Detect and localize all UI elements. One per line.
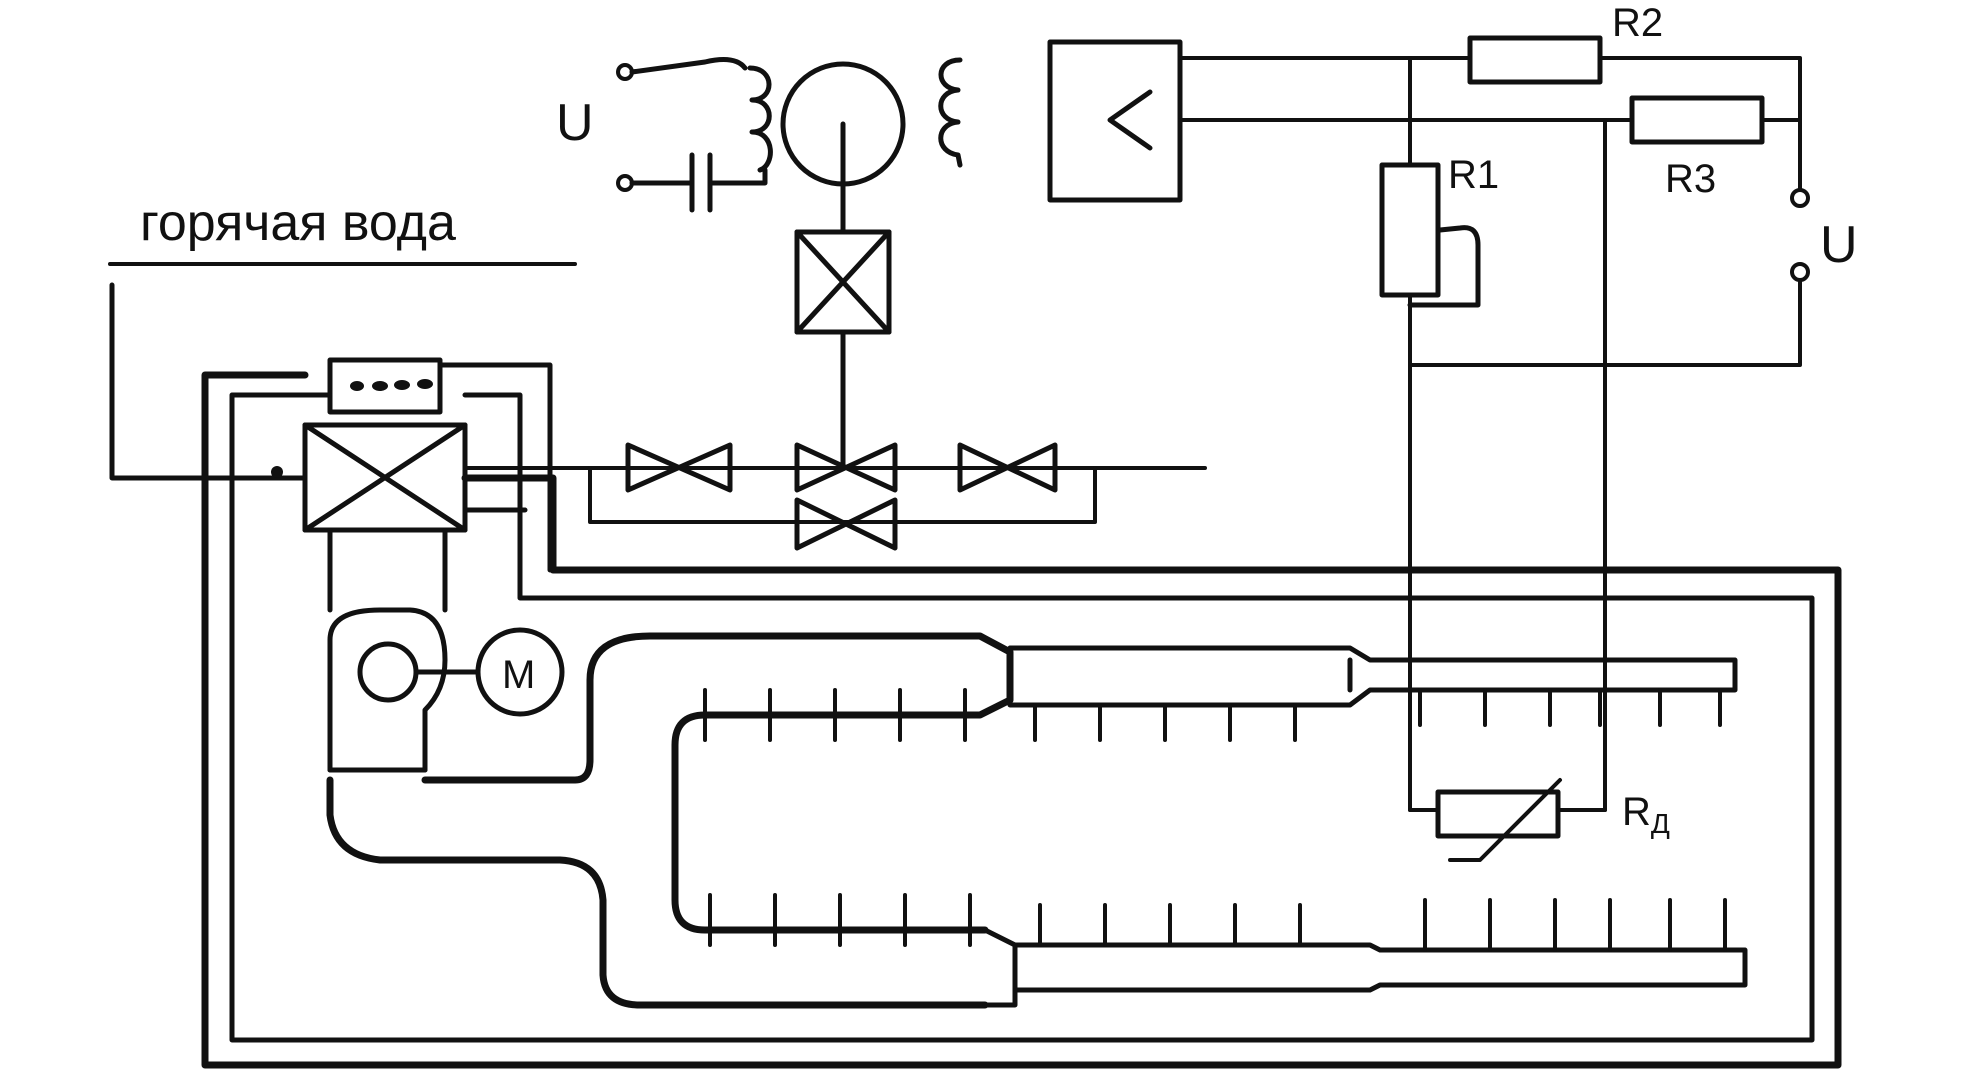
exchanger-indicator-box	[327, 357, 443, 415]
supply-wire-top	[629, 57, 748, 75]
fan-housing	[327, 607, 448, 773]
nozzles-lower	[708, 893, 1727, 952]
motor-circle	[475, 627, 565, 717]
fan-rotor	[357, 641, 419, 703]
label-u-left: U	[556, 94, 594, 152]
amplifier	[1047, 39, 1607, 203]
label-hot-water: горячая вода	[140, 194, 456, 252]
label-r2: R2	[1612, 1, 1663, 45]
label-rd-subscript: Д	[1651, 808, 1670, 839]
valve-group	[463, 442, 1207, 551]
amplifier-symbol	[1107, 89, 1153, 151]
valve-1	[625, 442, 733, 493]
fan-motor-unit: M	[327, 607, 565, 773]
valve-bypass	[794, 497, 898, 551]
nozzles-upper	[703, 688, 1722, 742]
label-r1: R1	[1448, 153, 1499, 197]
bridge-circuit	[1379, 35, 1810, 812]
label-rd: RД	[1622, 790, 1670, 839]
thermistor-variable-line	[1448, 778, 1562, 862]
transformer-coil-primary	[747, 65, 773, 173]
terminal-u-right-top	[1790, 188, 1810, 208]
hot-water-pipe	[108, 262, 577, 481]
valve-2	[794, 442, 898, 493]
actuator-box	[794, 229, 892, 471]
label-u-right: U	[1820, 216, 1858, 274]
capacitor-wire	[707, 167, 768, 186]
resistor-r1	[1379, 162, 1441, 298]
valve-3	[957, 442, 1058, 493]
thermistor-rd	[1408, 778, 1607, 862]
circulation-loop	[201, 362, 1842, 1069]
input-supply-left	[616, 57, 963, 235]
resistor-r2	[1467, 35, 1603, 85]
duct-system	[326, 632, 1748, 1009]
label-r3: R3	[1665, 157, 1716, 201]
indicator-dots	[350, 379, 433, 391]
motor-label: M	[502, 653, 535, 697]
resistor-r3	[1629, 95, 1765, 145]
label-rd-main: R	[1622, 790, 1651, 834]
terminal-u-right-bottom	[1790, 262, 1810, 282]
transformer-coil-secondary	[938, 57, 963, 168]
r1-wiper	[1407, 225, 1481, 308]
